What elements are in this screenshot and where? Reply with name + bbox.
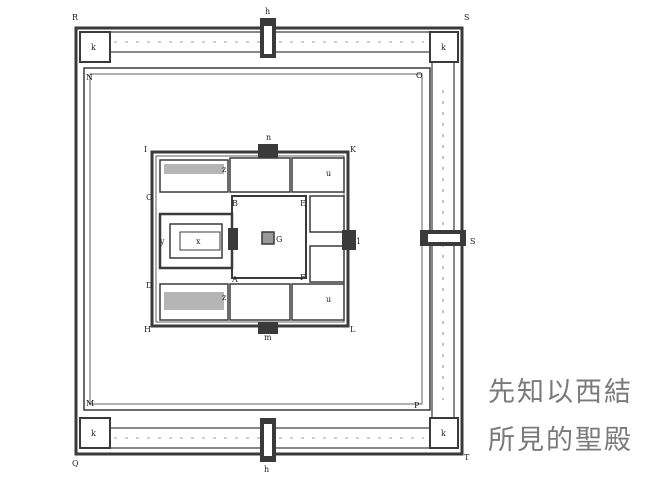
label-G: G [276, 235, 282, 244]
label-K: K [350, 145, 357, 154]
label-R: R [72, 13, 79, 22]
label-N: N [86, 73, 93, 82]
label-F: F [300, 273, 306, 282]
label-k-tl: k [91, 43, 96, 52]
label-u-top: u [326, 169, 331, 178]
outer-gates [260, 18, 466, 462]
label-I: I [144, 145, 147, 154]
label-k-tr: k [441, 43, 446, 52]
label-n: n [266, 133, 271, 142]
label-z-top: z [222, 165, 226, 174]
label-D: D [146, 281, 152, 290]
label-gate-bottom: h [264, 465, 269, 474]
label-x: x [196, 237, 201, 246]
label-T: T [464, 453, 470, 462]
label-S: S [464, 13, 469, 22]
corner-rooms [79, 31, 459, 449]
label-k-bl: k [91, 429, 96, 438]
label-gate-top: h [265, 7, 270, 16]
label-u-bottom: u [326, 295, 331, 304]
label-L: L [350, 325, 356, 334]
label-A: A [231, 275, 238, 284]
label-1: 1 [356, 237, 361, 246]
label-P: P [414, 401, 420, 410]
label-k-br: k [441, 429, 446, 438]
label-z-bottom: z [222, 293, 226, 302]
label-Q: Q [72, 459, 79, 468]
label-M: M [86, 399, 94, 408]
shaded-rooms [164, 164, 224, 310]
caption-line-2: 所見的聖殿 [488, 425, 633, 456]
label-m: m [264, 333, 272, 342]
plan-labels: R S Q T N O M P h h S k k k k I K H L C … [72, 7, 475, 474]
caption-line-1: 先知以西結 [488, 377, 633, 408]
label-B: B [232, 199, 238, 208]
label-gate-right: S [470, 237, 475, 246]
label-y: y [159, 237, 165, 246]
label-H: H [144, 325, 151, 334]
label-E: E [300, 199, 306, 208]
inner-gates [228, 144, 356, 334]
label-O: O [416, 71, 423, 80]
label-C: C [146, 193, 152, 202]
